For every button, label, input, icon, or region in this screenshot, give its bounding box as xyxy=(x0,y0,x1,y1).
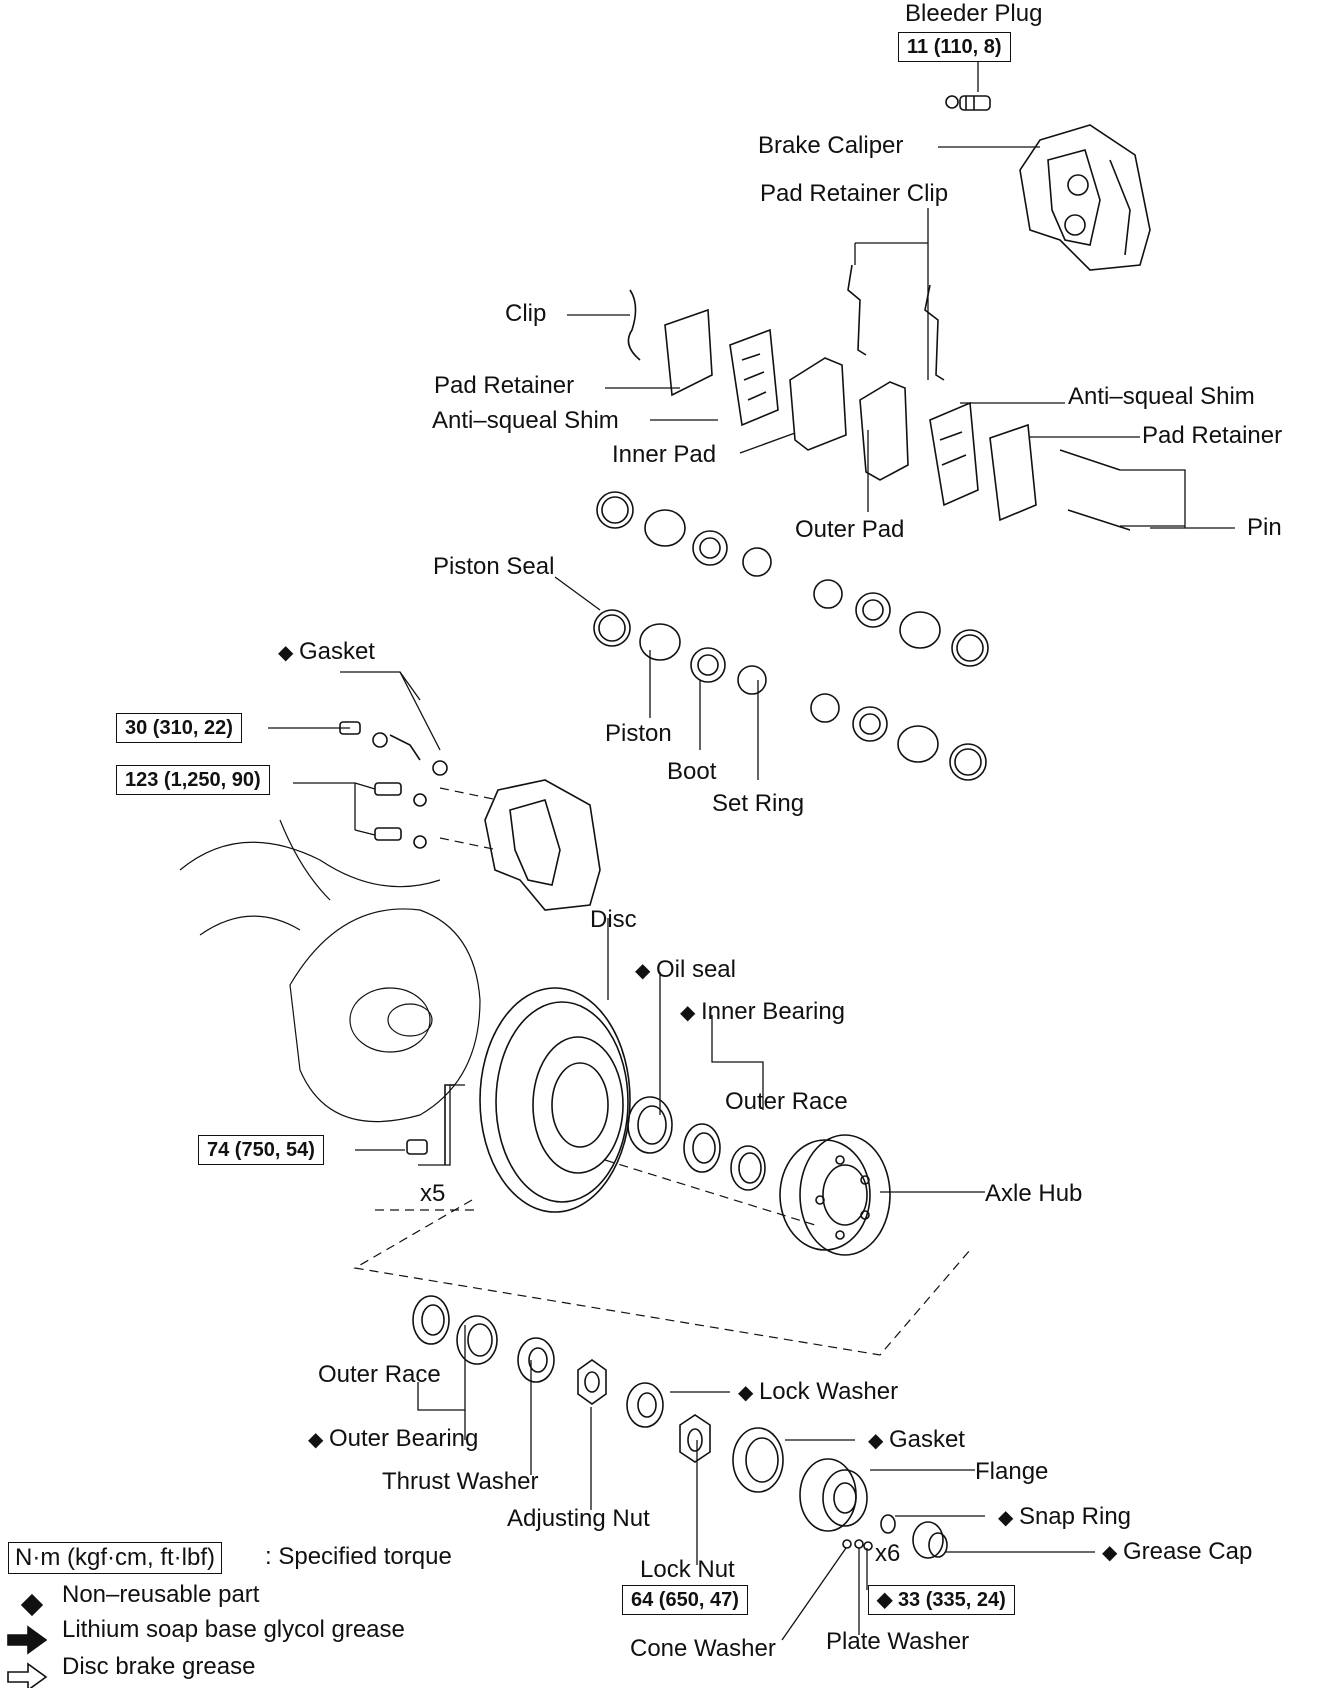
torque-gasket-bolt: 30 (310, 22) xyxy=(116,713,242,743)
label-flange: Flange xyxy=(975,1458,1049,1485)
caliper-assembly-part xyxy=(484,779,601,911)
label-x6: x6 xyxy=(875,1540,901,1567)
label-cone-washer: Cone Washer xyxy=(630,1635,776,1662)
clip-part xyxy=(627,289,641,361)
label-pad-retainer-left: Pad Retainer xyxy=(434,372,575,399)
label-adjusting-nut: Adjusting Nut xyxy=(507,1505,650,1532)
legend-torque-text: : Specified torque xyxy=(265,1543,452,1570)
label-grease-cap: Grease Cap xyxy=(1102,1540,1252,1564)
label-gasket-top: Gasket xyxy=(278,640,375,664)
label-oil-seal: Oil seal xyxy=(635,958,736,982)
label-inner-pad: Inner Pad xyxy=(612,441,717,468)
piston-set xyxy=(593,491,989,781)
label-anti-squeal-shim-left: Anti–squeal Shim xyxy=(432,407,619,434)
torque-bleeder: 11 (110, 8) xyxy=(898,32,1011,62)
label-disc: Disc xyxy=(590,906,637,933)
label-piston-seal: Piston Seal xyxy=(433,553,555,580)
disc-part xyxy=(479,987,631,1213)
legend-non-reusable: Non–reusable part xyxy=(62,1581,260,1608)
steering-knuckle-dust-cover xyxy=(179,819,481,1123)
legend-disc-brake: Disc brake grease xyxy=(62,1653,256,1680)
caliper-mounting-bolts xyxy=(374,782,427,849)
label-inner-bearing: Inner Bearing xyxy=(680,1000,845,1024)
label-pin: Pin xyxy=(1247,514,1282,541)
bleeder-plug-part xyxy=(945,95,991,111)
axle-hub-part xyxy=(779,1134,891,1256)
leader-lines xyxy=(268,62,1235,1641)
label-set-ring: Set Ring xyxy=(712,790,805,817)
gasket-union-bolt xyxy=(339,721,448,776)
torque-disc-bolt: 74 (750, 54) xyxy=(198,1135,324,1165)
label-lock-nut: Lock Nut xyxy=(640,1556,735,1583)
legend-torque-unit: N·m (kgf·cm, ft·lbf) xyxy=(8,1542,222,1575)
label-anti-squeal-shim-right: Anti–squeal Shim xyxy=(1068,383,1255,410)
label-boot: Boot xyxy=(667,758,717,785)
pad-retainer-clip-part xyxy=(847,264,945,381)
label-bleeder-plug: Bleeder Plug xyxy=(905,0,1043,27)
legend-lithium: Lithium soap base glycol grease xyxy=(62,1616,405,1643)
dashed-guide-lines xyxy=(353,787,971,1356)
label-gasket-bottom: Gasket xyxy=(868,1428,965,1452)
label-pad-retainer-clip: Pad Retainer Clip xyxy=(760,180,949,207)
label-piston: Piston xyxy=(605,720,672,747)
torque-lock-nut: 64 (650, 47) xyxy=(622,1585,748,1615)
label-pad-retainer-right: Pad Retainer xyxy=(1142,422,1283,449)
label-outer-pad: Outer Pad xyxy=(795,516,905,543)
hub-bearings xyxy=(627,1096,766,1191)
label-outer-bearing: Outer Bearing xyxy=(308,1427,478,1451)
torque-flange-nut: 33 (335, 24) xyxy=(868,1585,1015,1615)
label-clip: Clip xyxy=(505,300,547,327)
label-thrust-washer: Thrust Washer xyxy=(382,1468,539,1495)
label-outer-race-top: Outer Race xyxy=(725,1088,848,1115)
label-x5: x5 xyxy=(420,1180,446,1207)
label-brake-caliper: Brake Caliper xyxy=(758,132,904,159)
brake-caliper-part xyxy=(1019,124,1151,271)
label-plate-washer: Plate Washer xyxy=(826,1628,970,1655)
label-snap-ring: Snap Ring xyxy=(998,1505,1131,1529)
legend-glyphs xyxy=(7,1593,48,1688)
lower-hub-parts xyxy=(412,1295,948,1559)
disc-bolt xyxy=(406,1084,455,1165)
label-outer-race-bottom: Outer Race xyxy=(318,1361,441,1388)
label-axle-hub: Axle Hub xyxy=(985,1180,1083,1207)
torque-caliper-bolt: 123 (1,250, 90) xyxy=(116,765,270,795)
label-lock-washer: Lock Washer xyxy=(738,1380,898,1404)
pads-and-shims xyxy=(664,308,1131,531)
